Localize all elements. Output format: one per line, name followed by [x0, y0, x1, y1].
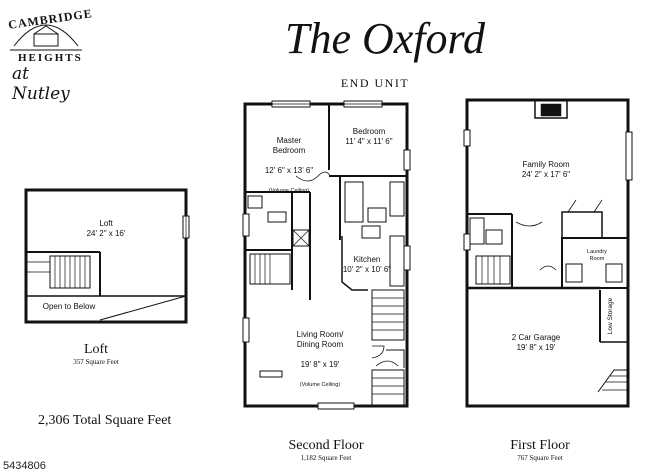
second-floor-plan — [242, 100, 411, 410]
first-floor-caption: First Floor 767 Square Feet — [490, 438, 590, 462]
loft-room-label: Loft 24' 2" x 16' — [76, 219, 136, 239]
garage-label: 2 Car Garage 19' 8" x 19' — [496, 333, 576, 353]
loft-caption-sqft: 357 Square Feet — [73, 358, 119, 366]
logo-line2: HEIGHTS — [18, 52, 83, 64]
plan-subtitle: End Unit — [340, 76, 410, 90]
garage-dims: 19' 8" x 19' — [516, 343, 556, 352]
living-room-dims: 19' 8" x 19' — [300, 360, 340, 369]
first-floor-caption-sqft: 767 Square Feet — [517, 454, 563, 462]
master-bedroom-note: (Volume Ceiling) — [268, 188, 310, 194]
loft-caption-name: Loft — [83, 342, 109, 357]
bedroom-dims: 11' 4" x 11' 6" — [345, 137, 393, 146]
family-room-label: Family Room 24' 2" x 17' 6" — [506, 160, 586, 180]
low-storage-label: Low Storage — [607, 297, 614, 335]
living-room-name: Living Room/ Dining Room — [296, 330, 344, 349]
laundry-room-label: Laundry Room — [587, 249, 607, 262]
second-floor-caption: Second Floor 1,182 Square Feet — [276, 438, 376, 462]
living-room-label: Living Room/ Dining Room 19' 8" x 19' (V… — [282, 320, 358, 400]
loft-plan — [24, 188, 190, 324]
second-floor-caption-sqft: 1,182 Square Feet — [300, 454, 352, 462]
first-floor-plan — [463, 98, 633, 408]
total-square-feet: 2,306 Total Square Feet — [38, 413, 172, 428]
loft-room-name: Loft — [99, 219, 113, 228]
bedroom-name: Bedroom — [352, 127, 386, 136]
kitchen-dims: 10' 2" x 10' 6" — [342, 265, 392, 274]
plan-title: The Oxford — [284, 14, 486, 63]
loft-room-dims: 24' 2" x 16' — [86, 229, 126, 238]
listing-id: 5434806 — [3, 460, 46, 472]
second-floor-caption-name: Second Floor — [288, 438, 364, 453]
family-room-name: Family Room — [522, 160, 570, 169]
family-room-dims: 24' 2" x 17' 6" — [521, 170, 571, 179]
loft-caption: Loft 357 Square Feet — [56, 342, 136, 366]
master-bedroom-name: Master Bedroom — [272, 136, 306, 155]
first-floor-caption-name: First Floor — [510, 438, 570, 453]
master-bedroom-label: Master Bedroom 12' 6" x 13' 6" (Volume C… — [256, 126, 322, 206]
logo-line3: at Nutley — [12, 64, 70, 104]
garage-name: 2 Car Garage — [511, 333, 561, 342]
master-bedroom-dims: 12' 6" x 13' 6" — [264, 166, 314, 175]
kitchen-label: Kitchen 10' 2" x 10' 6" — [340, 255, 394, 275]
bedroom-label: Bedroom 11' 4" x 11' 6" — [336, 127, 402, 147]
kitchen-name: Kitchen — [353, 255, 381, 264]
logo-emblem-icon — [10, 24, 82, 51]
community-logo: CAMBRIDGE HEIGHTS at Nutley — [4, 6, 93, 104]
open-to-below-label: Open to Below — [42, 302, 96, 311]
living-room-note: (Volume Ceiling) — [299, 382, 341, 388]
